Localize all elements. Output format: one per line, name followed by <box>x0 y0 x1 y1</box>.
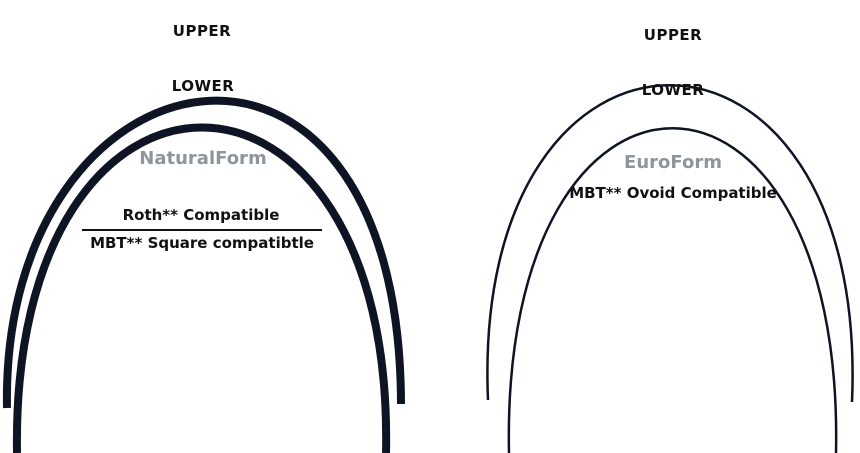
euroform-name: EuroForm <box>624 152 722 173</box>
euroform-compat: MBT** Ovoid Compatible <box>569 184 777 202</box>
naturalform-name: NaturalForm <box>139 148 267 169</box>
naturalform-lower-arch <box>12 123 391 453</box>
euroform-upper-label: UPPER <box>643 26 703 44</box>
naturalform-upper-arch <box>2 96 405 409</box>
euroform-upper-arch <box>486 84 854 403</box>
naturalform-compat-bottom: MBT** Square compatibtle <box>90 234 314 252</box>
naturalform-upper-label: UPPER <box>172 22 232 40</box>
naturalform-lower-label: LOWER <box>171 77 235 95</box>
naturalform-compat-divider <box>82 229 322 231</box>
naturalform-compat-top: Roth** Compatible <box>122 206 280 224</box>
euroform-lower-label: LOWER <box>641 81 705 99</box>
euroform-lower-arch <box>507 127 838 453</box>
